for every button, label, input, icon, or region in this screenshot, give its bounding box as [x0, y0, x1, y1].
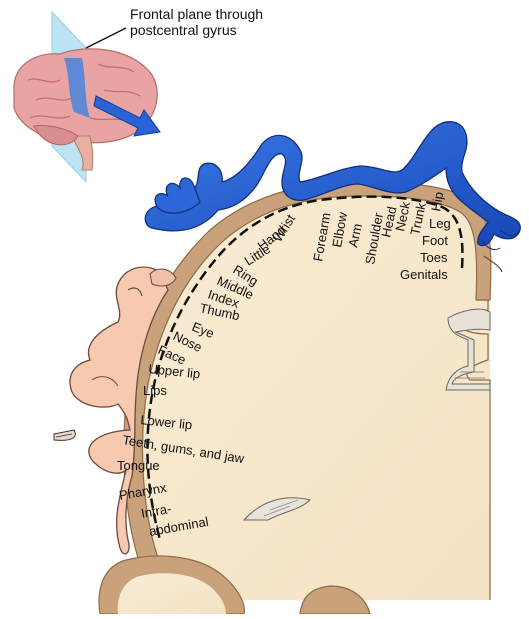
- label-genitals: Genitals: [400, 267, 448, 282]
- label-lips: Lips: [143, 383, 167, 398]
- label-leg: Leg: [429, 216, 451, 231]
- label-tongue: Tongue: [117, 458, 160, 473]
- caption-line-2: postcentral gyrus: [130, 22, 237, 38]
- caption-line-1: Frontal plane through: [130, 6, 263, 22]
- homunculus-hand: [155, 178, 200, 213]
- label-foot: Foot: [422, 233, 448, 248]
- label-toes: Toes: [420, 250, 448, 265]
